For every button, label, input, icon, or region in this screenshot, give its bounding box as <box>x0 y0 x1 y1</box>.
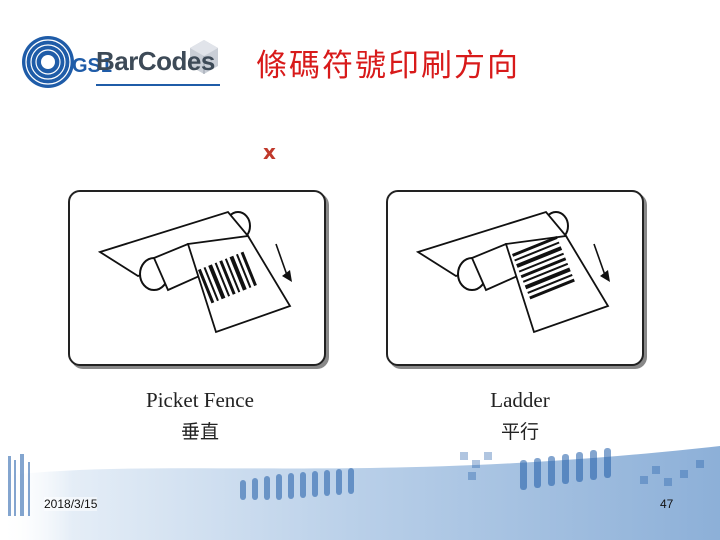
gs1-globe-icon: GS1 <box>22 36 112 88</box>
ladder-label: Ladder <box>490 388 550 412</box>
feed-direction-arrow-icon <box>275 243 292 282</box>
picket-fence-caption: Picket Fence 垂直 <box>130 388 270 444</box>
slide-page-number: 47 <box>660 497 674 511</box>
picket-fence-illustration <box>68 190 326 366</box>
red-mark: x <box>263 140 276 164</box>
slide-date: 2018/3/15 <box>44 497 98 511</box>
ladder-illustration <box>386 190 644 366</box>
gs1-logo: GS1 <box>22 36 218 88</box>
gs1-mark-text: GS1 <box>72 55 112 77</box>
feed-direction-arrow-icon <box>593 243 610 282</box>
ladder-printer-icon <box>415 210 610 334</box>
brand-name: BarCodes <box>96 46 215 76</box>
ladder-barcode <box>511 236 575 300</box>
logo-underline <box>96 84 220 86</box>
slide-title: 條碼符號印刷方向 <box>256 48 520 84</box>
picket-fence-barcode <box>198 251 257 304</box>
picket-fence-label-zh: 垂直 <box>180 421 219 443</box>
picket-fence-label: Picket Fence <box>146 388 254 412</box>
decorative-barcode-band <box>0 446 720 540</box>
barcode-cube-icon <box>190 40 218 74</box>
ladder-caption: Ladder 平行 <box>460 388 580 444</box>
picket-fence-printer-icon <box>97 210 292 334</box>
ladder-label-zh: 平行 <box>500 421 539 443</box>
